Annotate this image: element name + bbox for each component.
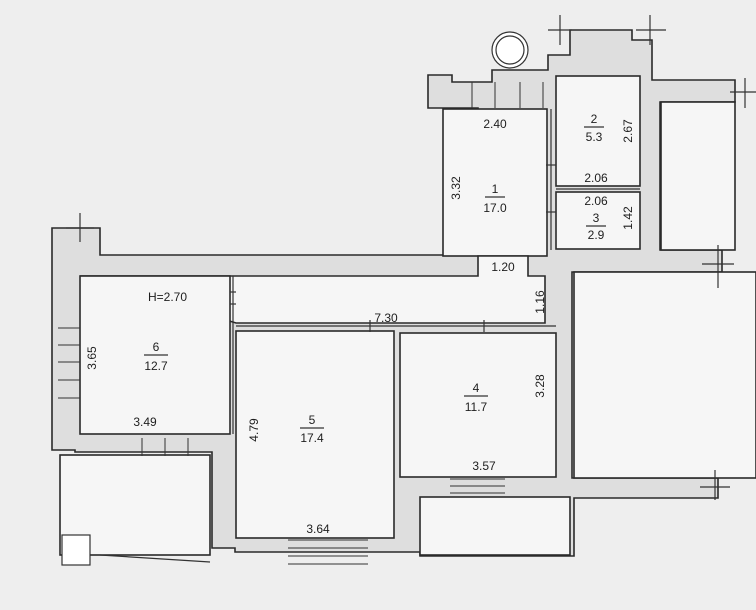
dim-room1-height: 3.32 [449, 176, 463, 200]
dim-room6-width: 3.49 [133, 415, 157, 429]
room-2-number: 2 [591, 112, 598, 126]
room-1-number: 1 [492, 182, 499, 196]
dim-corridor-length: 7.30 [374, 311, 398, 325]
dim-room1-width: 2.40 [483, 117, 507, 131]
room-5 [235, 330, 395, 539]
room-1-area: 17.0 [483, 201, 507, 215]
fixture-box [61, 534, 91, 566]
room-3-number: 3 [593, 211, 600, 225]
column-circle-inner [495, 35, 525, 65]
column-circle [491, 31, 529, 69]
room-3-area: 2.9 [588, 228, 605, 242]
balcony-right [419, 496, 571, 556]
room-4-area: 11.7 [465, 400, 488, 414]
dim-corridor-opening: 1.20 [491, 260, 515, 274]
room-2 [555, 75, 641, 187]
door-ticks [230, 164, 556, 332]
dim-room5-width: 3.64 [306, 522, 330, 536]
section-markers [66, 15, 756, 500]
room-5-number: 5 [309, 413, 316, 427]
dim-room5-height: 4.79 [247, 418, 261, 442]
ceiling-height-label: H=2.70 [148, 290, 187, 304]
dim-room3-height: 1.42 [621, 206, 635, 230]
dim-room2-height: 2.67 [621, 119, 635, 143]
room-4 [399, 332, 557, 478]
dim-corridor-depth: 1.16 [533, 290, 547, 314]
window-bottom-room6 [141, 438, 189, 456]
dim-room6-height: 3.65 [85, 346, 99, 370]
room-3 [555, 191, 641, 250]
room-5-area: 17.4 [300, 431, 324, 445]
window-top-room1 [471, 82, 544, 108]
room-6-area: 12.7 [144, 359, 168, 373]
dim-room2-width: 2.06 [584, 171, 608, 185]
room-east [660, 101, 736, 251]
room-southeast [573, 271, 756, 479]
window-bottom-room5 [288, 539, 368, 565]
room-6-number: 6 [153, 340, 160, 354]
dim-room4-width: 3.57 [472, 459, 496, 473]
dim-room4-height: 3.28 [533, 374, 547, 398]
room-4-number: 4 [473, 381, 480, 395]
room-2-area: 5.3 [586, 130, 603, 144]
room-1 [442, 108, 548, 257]
balcony-rail [99, 554, 211, 563]
window-left-room6 [58, 327, 80, 399]
dim-room3-width: 2.06 [584, 194, 608, 208]
window-bottom-room4 [450, 478, 505, 494]
